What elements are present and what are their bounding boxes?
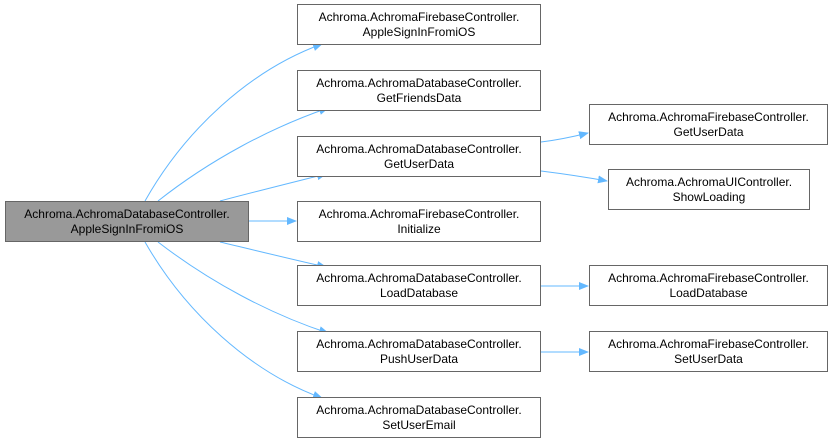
node-database-pushuserdata[interactable]: Achroma.AchromaDatabaseController. PushU… <box>297 331 541 372</box>
edge-root-to-pushuserdata <box>157 241 329 334</box>
node-firebase-initialize[interactable]: Achroma.AchromaFirebaseController. Initi… <box>297 201 541 242</box>
node-firebase-setuserdata[interactable]: Achroma.AchromaFirebaseController. SetUs… <box>589 331 828 372</box>
node-label-line2: AppleSignInFromiOS <box>70 221 184 236</box>
node-label-line1: Achroma.AchromaDatabaseController. <box>316 141 522 156</box>
node-label-line1: Achroma.AchromaDatabaseController. <box>316 402 522 417</box>
node-ui-showloading[interactable]: Achroma.AchromaUIController. ShowLoading <box>608 169 810 210</box>
node-database-getfriendsdata[interactable]: Achroma.AchromaDatabaseController. GetFr… <box>297 70 541 111</box>
node-firebase-getuserdata[interactable]: Achroma.AchromaFirebaseController. GetUs… <box>589 104 828 145</box>
edge-getuserdata-to-showloading <box>540 170 608 184</box>
node-label-line2: Initialize <box>397 221 441 236</box>
edge-root-to-getfriendsdata <box>157 107 329 202</box>
node-firebase-loaddatabase[interactable]: Achroma.AchromaFirebaseController. LoadD… <box>589 265 828 306</box>
node-database-getuserdata[interactable]: Achroma.AchromaDatabaseController. GetUs… <box>297 136 541 177</box>
edge-root-to-setuseremail <box>144 241 323 399</box>
node-label-line2: SetUserData <box>674 351 743 366</box>
node-label-line1: Achroma.AchromaUIController. <box>625 174 793 189</box>
node-label-line2: PushUserData <box>379 351 459 366</box>
node-label-line1: Achroma.AchromaDatabaseController. <box>316 336 522 351</box>
node-label-line2: GetUserData <box>383 156 455 171</box>
edge-root-to-getuserdata <box>219 172 327 202</box>
node-label-line2: GetUserData <box>673 124 744 139</box>
node-label-line1: Achroma.AchromaDatabaseController. <box>316 75 522 90</box>
node-label-line1: Achroma.AchromaFirebaseController. <box>318 206 520 221</box>
node-firebase-applesignin[interactable]: Achroma.AchromaFirebaseController. Apple… <box>297 4 541 45</box>
node-label-line1: Achroma.AchromaFirebaseController. <box>608 109 809 124</box>
node-database-loaddatabase[interactable]: Achroma.AchromaDatabaseController. LoadD… <box>297 265 541 306</box>
node-label-line2: AppleSignInFromiOS <box>362 24 476 39</box>
edge-getuserdata-to-firebase-getuserdata <box>540 131 589 143</box>
node-label-line1: Achroma.AchromaDatabaseController. <box>316 270 522 285</box>
node-label-line2: SetUserEmail <box>382 417 456 432</box>
node-label-line1: Achroma.AchromaFirebaseController. <box>608 270 809 285</box>
node-label-line1: Achroma.AchromaDatabaseController. <box>24 206 230 221</box>
node-database-setuseremail[interactable]: Achroma.AchromaDatabaseController. SetUs… <box>297 397 541 438</box>
node-label-line1: Achroma.AchromaFirebaseController. <box>608 336 809 351</box>
node-root-database-applesignin[interactable]: Achroma.AchromaDatabaseController. Apple… <box>5 201 249 242</box>
node-label-line2: ShowLoading <box>672 189 746 204</box>
node-label-line2: LoadDatabase <box>379 285 459 300</box>
node-label-line1: Achroma.AchromaFirebaseController. <box>318 9 520 24</box>
node-label-line2: LoadDatabase <box>669 285 748 300</box>
edge-root-to-firebase-applesignin <box>144 43 323 202</box>
edge-root-to-loaddatabase <box>219 241 327 269</box>
node-label-line2: GetFriendsData <box>376 90 462 105</box>
